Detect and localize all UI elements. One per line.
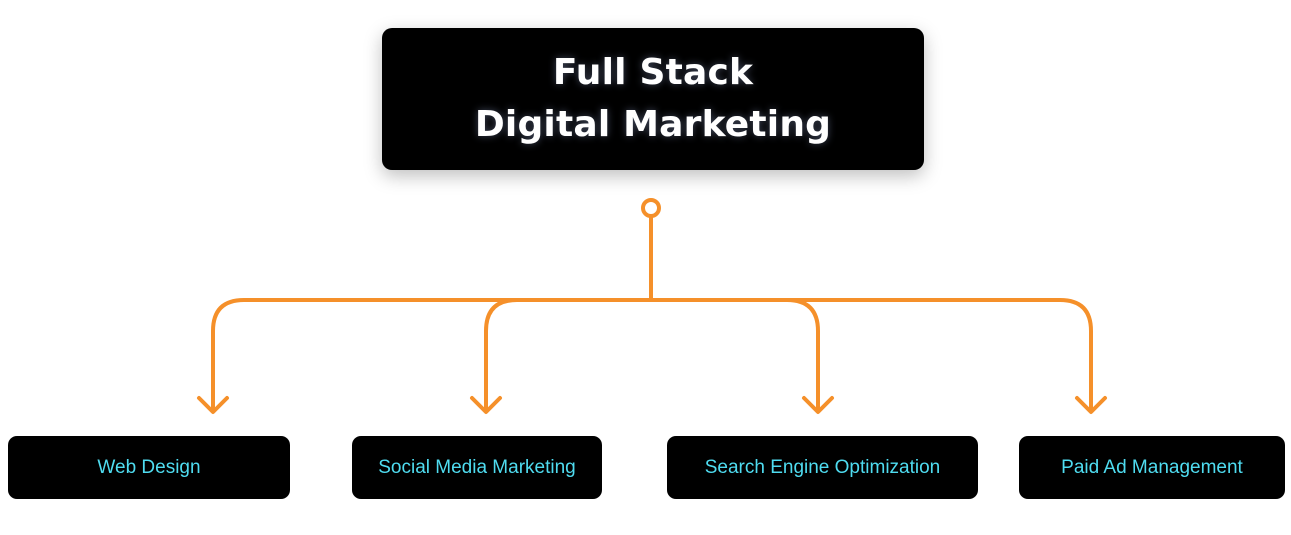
node-paid-ad-management: Paid Ad Management bbox=[1019, 436, 1285, 499]
root-title: Full Stack Digital Marketing bbox=[475, 47, 831, 151]
arrowhead-paid-ads bbox=[1075, 396, 1107, 414]
node-search-engine-optimization: Search Engine Optimization bbox=[667, 436, 978, 499]
node-label-paid-ad-management: Paid Ad Management bbox=[1061, 456, 1243, 478]
connector-origin-circle bbox=[641, 198, 661, 218]
root-title-line-1: Full Stack bbox=[552, 52, 754, 93]
root-title-line-2: Digital Marketing bbox=[474, 104, 832, 145]
arrowhead-seo bbox=[802, 396, 834, 414]
connector-branch-web-design bbox=[211, 298, 653, 412]
root-node: Full Stack Digital Marketing bbox=[382, 28, 924, 170]
arrowhead-web-design bbox=[197, 396, 229, 414]
node-social-media-marketing: Social Media Marketing bbox=[352, 436, 602, 499]
connector-branch-paid-ads bbox=[649, 298, 1093, 412]
node-label-social-media-marketing: Social Media Marketing bbox=[378, 456, 576, 478]
arrowhead-social-media bbox=[470, 396, 502, 414]
node-web-design: Web Design bbox=[8, 436, 290, 499]
connector-branch-social-media bbox=[484, 298, 653, 412]
node-label-search-engine-optimization: Search Engine Optimization bbox=[704, 456, 941, 478]
connector-branch-seo bbox=[649, 298, 820, 412]
node-label-web-design: Web Design bbox=[97, 456, 201, 478]
